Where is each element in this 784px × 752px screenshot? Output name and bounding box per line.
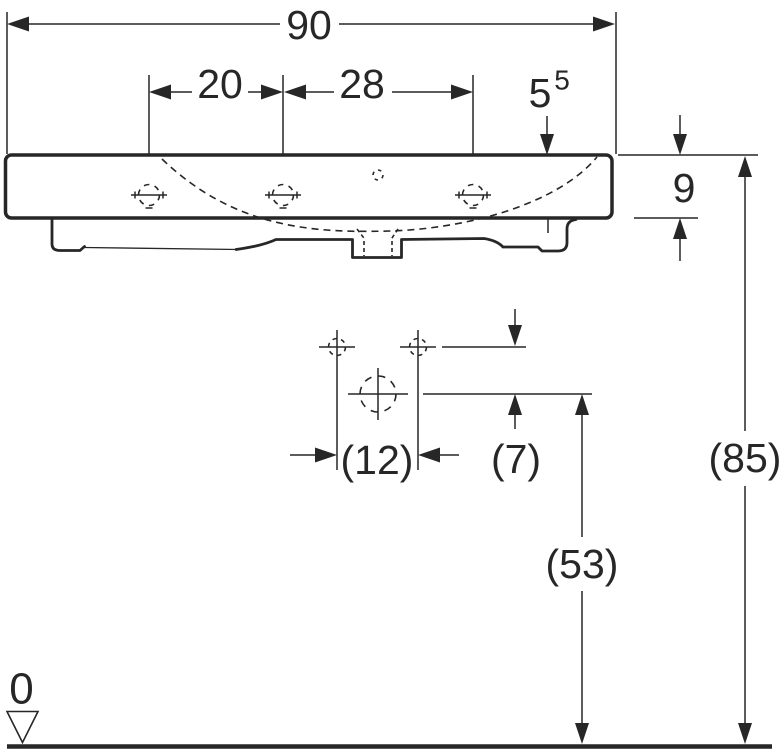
arrow-down-icon [508,325,522,346]
arrow-left-icon [149,84,171,100]
tap-spacing-right-label: 28 [339,61,385,107]
arrow-down-icon [738,723,752,744]
waste-outlet [348,368,592,420]
arrow-down-icon [673,134,687,155]
tap-depth-superscript: 5 [554,65,570,96]
basin-skirt-outline [50,217,578,259]
dimension-overall-width: 90 [6,2,617,154]
arrow-up-icon [738,156,752,177]
arrow-down-icon [575,723,589,744]
dimension-rim-thickness: 9 [618,115,758,261]
arrow-left-icon [284,84,306,100]
arrow-down-icon [540,134,554,155]
arrow-up-icon [673,218,687,239]
fixing-hole-right [400,330,436,470]
inner-basin-hidden-edge [161,156,598,233]
floor-level-label: 0 [9,665,33,714]
floor-datum: 0 [5,665,772,749]
tap-spacing-left-label: 20 [197,61,243,107]
basin-skirt-taper-edge [84,246,239,251]
fixing-hole-icon [327,337,347,357]
arrow-right-icon [315,447,337,463]
tap-depth-label: 5 [529,70,552,116]
dimension-outlet-height: (53) [546,394,619,744]
fixing-hole-icon [408,337,428,357]
dimension-outlet-offset: (7) [442,309,541,482]
arrow-right-icon [593,16,615,32]
datum-triangle-icon [5,710,40,745]
arrow-left-icon [418,447,440,463]
dimension-fixing-hole-spacing: (12) [290,437,459,483]
drain-funnel-hidden [356,228,399,256]
tap-hole-right [455,183,491,209]
fixing-spacing-label: (12) [341,437,414,483]
overall-width-label: 90 [286,2,332,48]
arrow-up-icon [575,394,589,415]
dimension-tap-hole-spacing: 20 28 [148,61,474,211]
basin-rim-outline [3,153,614,220]
rim-height-label: (85) [709,435,782,481]
dimension-rim-height: (85) [709,156,782,744]
outlet-height-label: (53) [546,541,619,587]
washbasin-body [3,153,614,259]
tap-hole-center [265,183,301,209]
arrow-left-icon [7,16,29,32]
arrow-up-icon [508,394,522,415]
overflow-icon [372,169,384,181]
tap-hole-left [131,183,167,209]
arrow-right-icon [451,84,473,100]
outlet-offset-label: (7) [491,436,541,482]
rim-thickness-label: 9 [673,165,696,211]
arrow-right-icon [261,84,283,100]
fixing-hole-left [319,330,355,470]
